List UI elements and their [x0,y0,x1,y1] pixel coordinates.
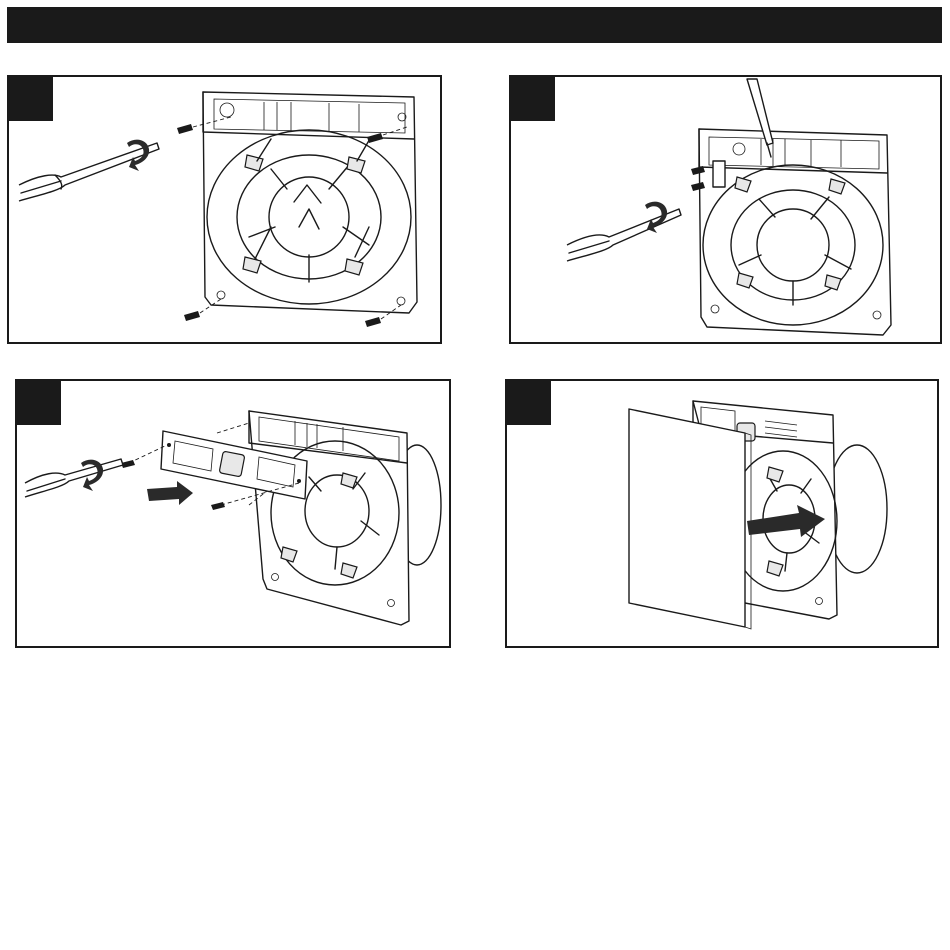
screwdriver [19,140,159,201]
impeller-hub [757,209,829,281]
step-4-illustration [507,381,937,646]
impeller-hub [305,475,369,547]
impeller-hub [269,177,349,257]
step-1-illustration [9,77,440,342]
push-arrow [147,481,193,505]
front-grille [629,409,745,627]
step-3-panel [15,379,451,648]
terminal-block [713,161,725,187]
header-bar [7,7,942,43]
step-1-panel [7,75,442,344]
screwdriver [25,459,123,497]
step-2-illustration [511,77,940,342]
screwdriver [567,202,681,261]
step-2-panel [509,75,942,344]
step-4-panel [505,379,939,648]
step-3-illustration [17,381,449,646]
